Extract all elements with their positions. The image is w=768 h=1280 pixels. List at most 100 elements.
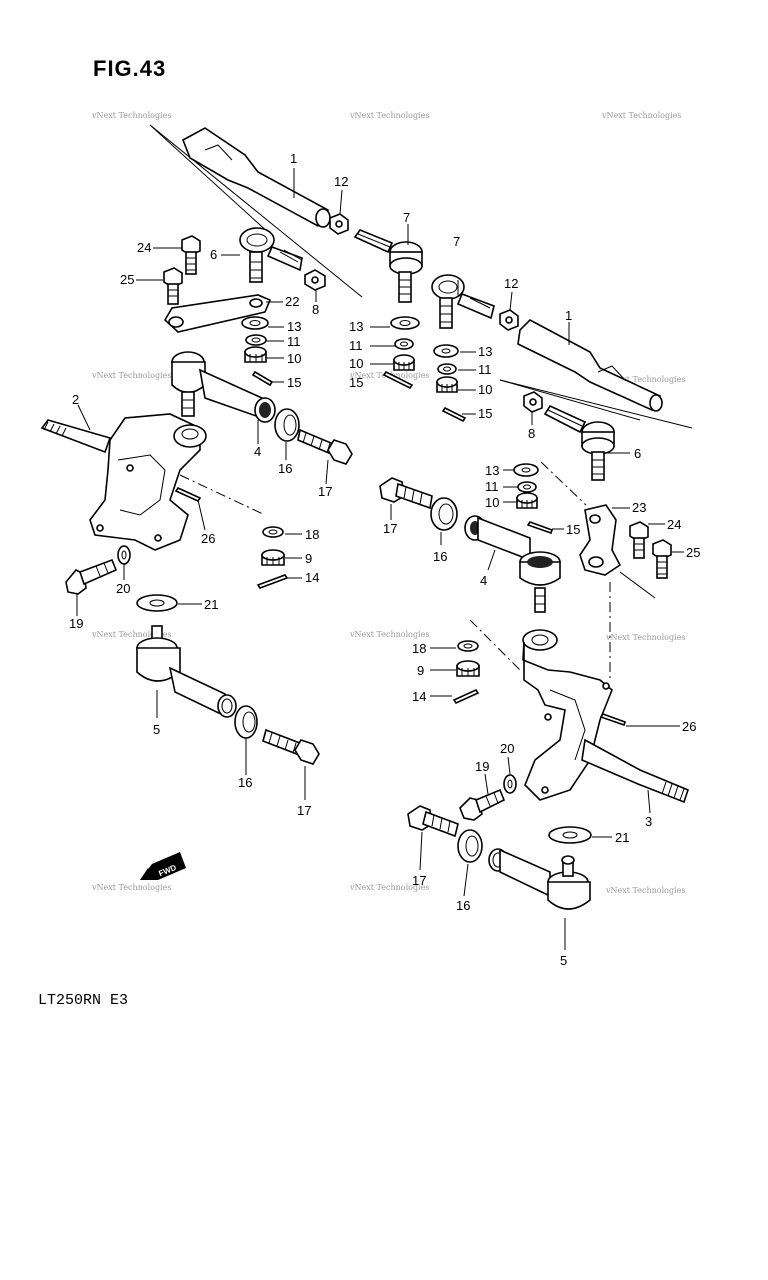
callout-label: 10 bbox=[349, 356, 363, 371]
cotter-pin-26-icon bbox=[174, 486, 202, 503]
watermark: vNext Technologies bbox=[91, 630, 171, 639]
watermarks: vNext Technologies vNext Technologies vN… bbox=[91, 111, 685, 895]
castle-nut-10c-icon bbox=[436, 376, 458, 393]
figure-title: FIG.43 bbox=[93, 56, 167, 81]
callout-label: 24 bbox=[667, 517, 681, 532]
washer-21-icon bbox=[136, 594, 178, 612]
castle-nut-10-icon bbox=[244, 346, 267, 363]
callout-label: 7 bbox=[453, 234, 460, 249]
washer-11d-icon bbox=[517, 481, 537, 493]
callout-label: 8 bbox=[312, 302, 319, 317]
bushing-16d-icon bbox=[457, 829, 483, 863]
callout-label: 10 bbox=[287, 351, 301, 366]
washer-20-icon bbox=[117, 545, 131, 565]
watermark: vNext Technologies bbox=[601, 111, 681, 120]
callout-label: 25 bbox=[686, 545, 700, 560]
callout-label: 15 bbox=[287, 375, 301, 390]
callout-label: 13 bbox=[478, 344, 492, 359]
callout-label: 16 bbox=[278, 461, 292, 476]
bolt-24-icon bbox=[181, 235, 201, 275]
bolt-17b-icon bbox=[379, 477, 433, 510]
washer-21b-icon bbox=[548, 826, 592, 844]
callout-label: 1 bbox=[565, 308, 572, 323]
callout-label: 13 bbox=[485, 463, 499, 478]
washer-13b-icon bbox=[390, 316, 420, 330]
callout-label: 2 bbox=[72, 392, 79, 407]
cotter-pin-14b-icon bbox=[452, 688, 480, 705]
callout-label: 13 bbox=[349, 319, 363, 334]
watermark: vNext Technologies bbox=[91, 371, 171, 380]
leader-lines bbox=[76, 168, 684, 950]
fwd-arrow-icon: FWD bbox=[140, 852, 186, 880]
tie-rod-upper bbox=[149, 124, 363, 298]
callouts: 1 12 7 24 6 25 22 8 13 11 10 15 13 11 10… bbox=[69, 151, 700, 968]
arm-23-icon bbox=[579, 504, 622, 576]
callout-label: 13 bbox=[287, 319, 301, 334]
tie-rod-end-7-icon bbox=[353, 229, 423, 303]
callout-label: 16 bbox=[238, 775, 252, 790]
callout-label: 9 bbox=[417, 663, 424, 678]
callout-label: 17 bbox=[318, 484, 332, 499]
watermark: vNext Technologies bbox=[605, 886, 685, 895]
callout-label: 17 bbox=[383, 521, 397, 536]
callout-label: 15 bbox=[566, 522, 580, 537]
bolt-25-icon bbox=[163, 267, 183, 305]
washer-11b-icon bbox=[394, 338, 414, 350]
tie-rod-end-6-icon bbox=[239, 227, 303, 283]
bolt-24b-icon bbox=[629, 521, 649, 559]
watermark: vNext Technologies bbox=[91, 111, 171, 120]
callout-label: 21 bbox=[615, 830, 629, 845]
callout-label: 16 bbox=[456, 898, 470, 913]
bushing-16b-icon bbox=[430, 497, 458, 531]
castle-nut-10d-icon bbox=[516, 492, 538, 509]
washer-18b-icon bbox=[457, 640, 479, 652]
callout-label: 12 bbox=[334, 174, 348, 189]
callout-label: 23 bbox=[632, 500, 646, 515]
cotter-pin-14-icon bbox=[256, 574, 289, 589]
washer-13d-icon bbox=[513, 463, 539, 477]
castle-nut-9b-icon bbox=[456, 660, 480, 677]
callout-label: 22 bbox=[285, 294, 299, 309]
watermark: vNext Technologies bbox=[349, 883, 429, 892]
callout-label: 10 bbox=[485, 495, 499, 510]
knuckle-3-icon bbox=[522, 629, 689, 804]
callout-label: 4 bbox=[254, 444, 261, 459]
tie-rod-end-4b-icon bbox=[464, 515, 561, 613]
watermark: vNext Technologies bbox=[605, 633, 685, 642]
tie-rod-upper-right bbox=[499, 319, 693, 429]
callout-label: 4 bbox=[480, 573, 487, 588]
callout-label: 3 bbox=[645, 814, 652, 829]
tie-rod-end-6b-icon bbox=[543, 404, 615, 481]
callout-label: 10 bbox=[478, 382, 492, 397]
callout-label: 11 bbox=[349, 338, 363, 353]
watermark: vNext Technologies bbox=[91, 883, 171, 892]
nut-12-icon bbox=[329, 213, 349, 235]
callout-label: 16 bbox=[433, 549, 447, 564]
callout-label: 5 bbox=[153, 722, 160, 737]
callout-label: 11 bbox=[287, 334, 301, 349]
callout-label: 14 bbox=[305, 570, 319, 585]
callout-label: 18 bbox=[412, 641, 426, 656]
callout-label: 11 bbox=[478, 362, 492, 377]
callout-label: 19 bbox=[69, 616, 83, 631]
tie-rod-end-4-icon bbox=[171, 351, 276, 423]
bolt-19-icon bbox=[65, 558, 118, 595]
knuckle-2-icon bbox=[40, 413, 207, 551]
callout-label: 9 bbox=[305, 551, 312, 566]
washer-18-icon bbox=[262, 526, 284, 538]
bolt-17-icon bbox=[262, 728, 320, 765]
tie-rod-end-7b-icon bbox=[431, 274, 495, 329]
callout-label: 1 bbox=[290, 151, 297, 166]
washer-13c-icon bbox=[433, 344, 459, 358]
model-code: LT250RN E3 bbox=[38, 992, 129, 1009]
watermark: vNext Technologies bbox=[349, 111, 429, 120]
callout-label: 6 bbox=[210, 247, 217, 262]
cotter-pin-15d-icon bbox=[526, 521, 554, 535]
watermark: vNext Technologies bbox=[349, 630, 429, 639]
callout-label: 20 bbox=[116, 581, 130, 596]
washer-20b-icon bbox=[503, 774, 517, 794]
callout-label: 17 bbox=[412, 873, 426, 888]
bushing-16-icon bbox=[234, 705, 258, 739]
washer-11-icon bbox=[245, 334, 267, 346]
